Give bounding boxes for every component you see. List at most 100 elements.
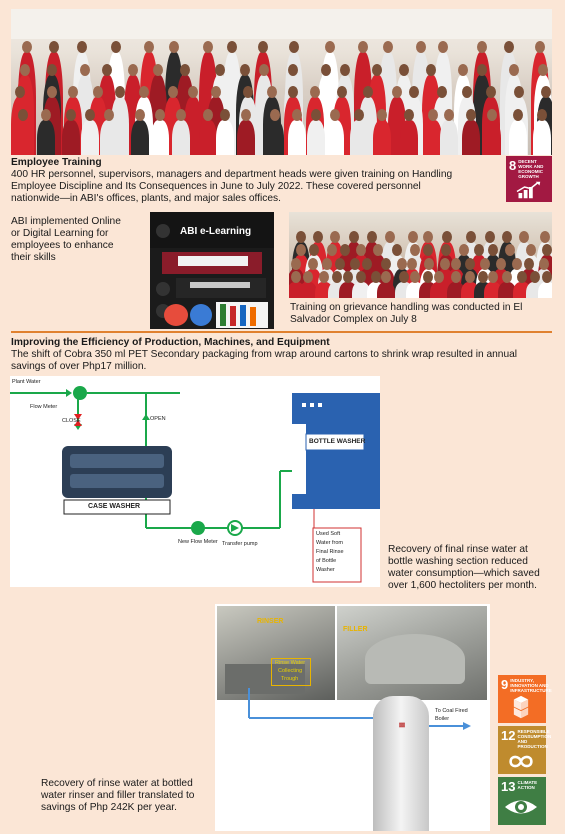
person-head	[539, 230, 550, 243]
person	[151, 120, 170, 155]
person-head	[538, 257, 549, 270]
person-head	[15, 86, 26, 99]
person-head	[258, 63, 269, 76]
grievance-caption-1: Training on grievance handling was condu…	[290, 302, 523, 313]
person-head	[115, 86, 125, 99]
training-body-2: Employee Discipline and Its Consequences…	[11, 181, 421, 192]
person-head	[267, 86, 278, 99]
person-head	[433, 270, 444, 283]
person-head	[517, 270, 528, 283]
sdg-12-badge: 12 RESPONSIBLE CONSUMPTION AND PRODUCTIO…	[498, 726, 551, 774]
person-head	[335, 257, 346, 270]
person	[460, 281, 479, 298]
person-head	[203, 41, 214, 54]
person-head	[349, 230, 360, 243]
person-head	[101, 63, 112, 76]
person-head	[322, 257, 333, 270]
person-head	[523, 257, 534, 270]
person-head	[68, 86, 79, 99]
person-head	[416, 41, 427, 54]
infinity-icon	[509, 755, 533, 768]
grievance-caption-2: Salvador Complex on July 8	[290, 314, 417, 325]
person-head	[308, 244, 319, 257]
person-head	[104, 109, 115, 121]
person-head	[46, 63, 57, 76]
efficiency-body-1: The shift of Cobra 350 ml PET Secondary …	[11, 349, 518, 360]
person-head	[513, 86, 524, 99]
person	[484, 281, 503, 298]
sdg-label: DECENT WORK AND ECONOMIC GROWTH	[518, 159, 544, 179]
person-head	[202, 109, 213, 121]
person-head	[371, 63, 382, 76]
rinse-caption-4: over 1,600 hectoliters per month.	[388, 580, 537, 591]
person-head	[211, 86, 222, 99]
person	[237, 120, 256, 155]
person-head	[512, 109, 523, 121]
person	[265, 120, 284, 155]
person-head	[214, 63, 225, 76]
person-head	[385, 230, 396, 243]
person	[326, 120, 345, 155]
person-head	[287, 63, 298, 76]
grievance-training-photo	[289, 212, 552, 298]
efficiency-heading: Improving the Efficiency of Production, …	[11, 337, 330, 348]
person-head	[19, 63, 30, 76]
person-head	[155, 109, 166, 121]
growth-chart-icon	[516, 181, 541, 199]
rinse-caption-3: water consumption—which saved	[388, 568, 540, 579]
person-head	[461, 86, 472, 99]
person-head	[339, 244, 350, 257]
training-body-1: 400 HR personnel, supervisors, managers …	[11, 169, 453, 180]
person	[216, 120, 235, 155]
person	[81, 120, 100, 155]
person-head	[176, 109, 187, 121]
person	[287, 120, 306, 155]
person-head	[356, 244, 367, 257]
person	[373, 120, 392, 155]
person-head	[318, 270, 329, 283]
boiler-label-2: Boiler	[435, 716, 450, 722]
person-head	[92, 86, 103, 99]
person-head	[310, 86, 321, 99]
online-learning-text-1: ABI implemented Online	[11, 216, 121, 227]
person-head	[111, 41, 122, 54]
person-head	[241, 109, 252, 121]
flow-meter-label: Flow Meter	[30, 404, 58, 410]
person-head	[383, 41, 394, 54]
elearning-screenshot: ABI e-Learning	[150, 212, 274, 329]
used-water-label-3: Final Rinse	[316, 549, 344, 555]
person	[298, 281, 317, 298]
person-head	[290, 257, 301, 270]
online-learning-text-4: their skills	[11, 252, 56, 263]
person	[172, 120, 191, 155]
person-head	[377, 109, 388, 121]
person-head	[423, 230, 434, 243]
person-head	[437, 41, 448, 54]
person-head	[169, 41, 180, 54]
person-head	[441, 230, 452, 243]
boiler-label-1: To Coal Fired	[435, 708, 468, 714]
person-head	[403, 109, 414, 121]
person-head	[502, 270, 513, 283]
person-head	[21, 41, 32, 54]
sdg-number: 9	[501, 677, 509, 692]
cubes-icon	[513, 695, 529, 719]
person-head	[466, 230, 477, 243]
person-head	[423, 244, 434, 257]
person-head	[330, 109, 341, 121]
rinser-filler-photo: RINSER FILLER Rinse Water Collecting Tro…	[215, 604, 490, 831]
person-head	[288, 41, 299, 54]
open-valve-label: OPEN	[150, 416, 166, 422]
training-heading: Employee Training	[11, 157, 102, 168]
person	[429, 281, 448, 298]
person-head	[496, 257, 507, 270]
case-washer-label: CASE WASHER	[88, 503, 141, 510]
person-head	[541, 244, 552, 257]
person-head	[536, 109, 547, 121]
person-head	[138, 86, 149, 99]
sdg-9-badge: 9 INDUSTRY, INNOVATION AND INFRASTRUCTUR…	[498, 675, 552, 723]
group-photo	[11, 9, 552, 155]
sdg-number: 13	[501, 779, 516, 794]
person	[483, 120, 502, 155]
bottom-caption-1: Recovery of rinse water at bottled	[41, 778, 193, 789]
